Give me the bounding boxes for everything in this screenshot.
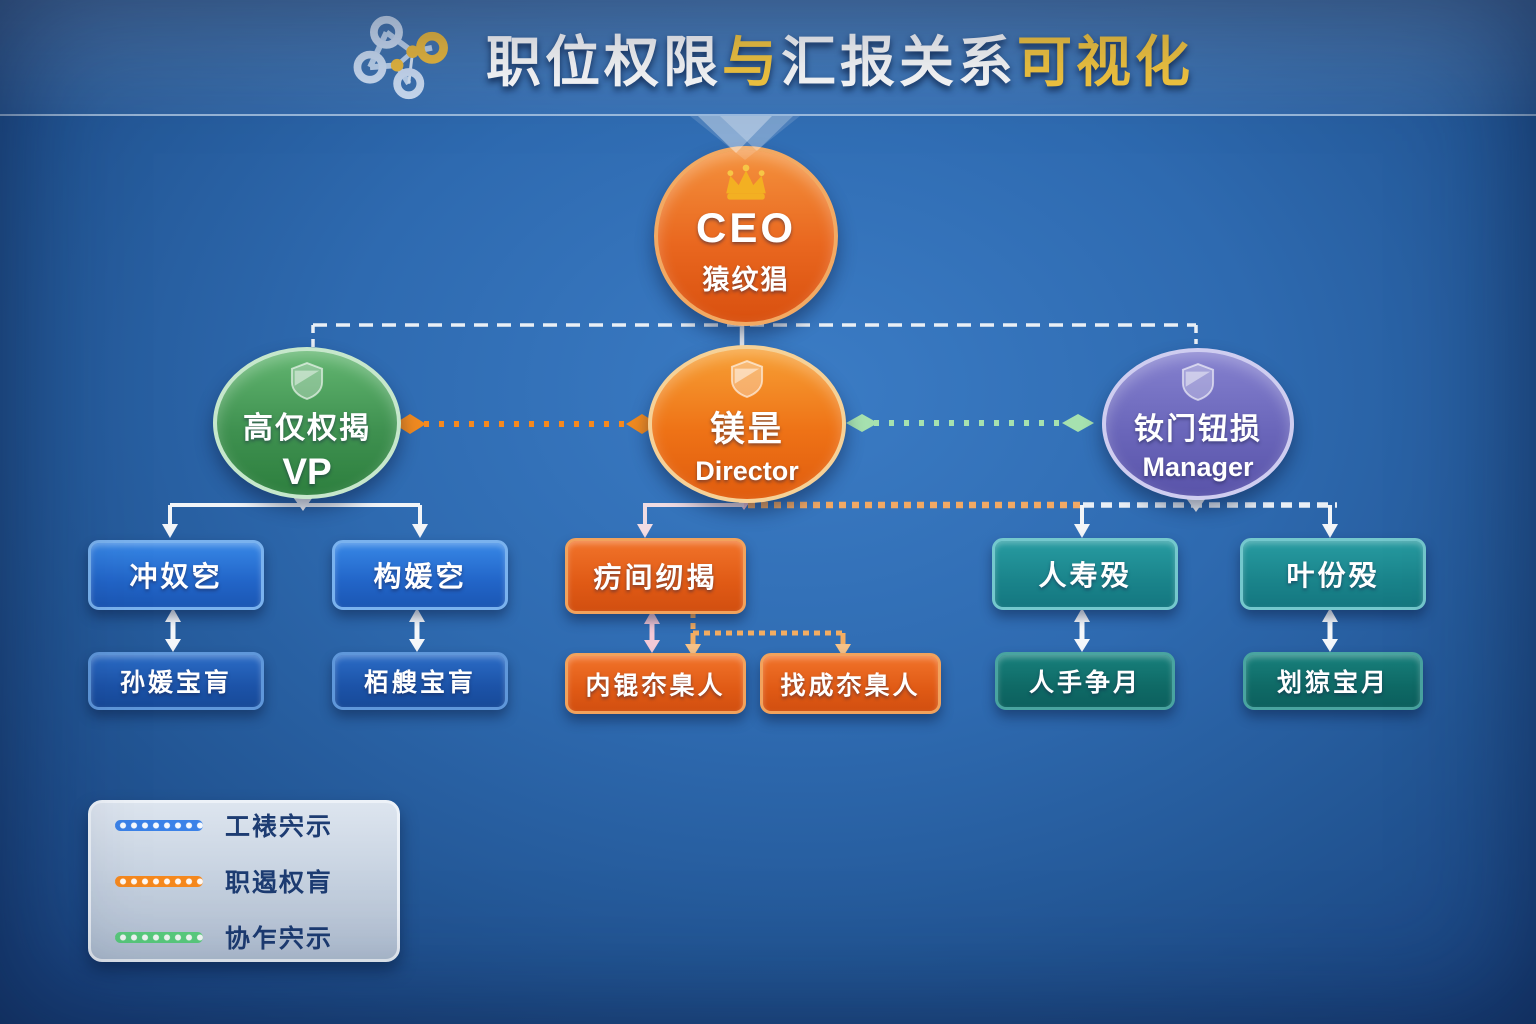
box-manager-grandchild-2: 划猄宝月 (1243, 652, 1423, 710)
box-vp-child-1: 冲奴穵 (88, 540, 264, 610)
page-title: 职位权限与汇报关系可视化 (486, 17, 1194, 97)
legend-item-reporting: 工裱宍示 (115, 807, 397, 843)
vp-sublabel: VP (282, 451, 332, 492)
box-label: 栢艘宝肓 (363, 669, 476, 697)
box-manager-grandchild-1: 人手争月 (995, 652, 1175, 710)
ceo-subtitle: 猿纹猖 (702, 265, 790, 295)
legend-label: 协乍宍示 (225, 925, 334, 953)
legend-item-collaboration: 协乍宍示 (115, 919, 397, 955)
title-part-4: 可视化 (1017, 31, 1195, 93)
green-dotted-line-swatch (115, 931, 203, 943)
director-sublabel: Director (695, 456, 799, 486)
manager-label: 钕门钮损 (1134, 413, 1262, 446)
box-label: 内锟夵臬人 (585, 671, 726, 700)
box-label: 构媛穵 (373, 561, 467, 592)
orange-dotted-line-swatch (115, 875, 203, 887)
title-band: 职位权限与汇报关系可视化 (0, 0, 1536, 116)
title-part-2: 与 (721, 31, 781, 93)
network-graph-icon (353, 15, 448, 100)
box-label: 冲奴穵 (129, 561, 223, 592)
box-label: 人寿殁 (1038, 560, 1132, 591)
box-director-grandchild-2: 找成夵臬人 (760, 653, 941, 714)
box-label: 孙媛宝肓 (119, 669, 232, 697)
box-label: 疠间纫揭 (593, 562, 718, 593)
node-vp: 高仅权揭 VP (213, 347, 401, 499)
box-vp-grandchild-2: 栢艘宝肓 (332, 652, 508, 710)
box-label: 划猄宝月 (1276, 669, 1389, 697)
box-manager-child-2: 叶份殁 (1240, 538, 1426, 610)
box-director-grandchild-1: 内锟夵臬人 (565, 653, 746, 714)
legend-item-authority: 职遏权肓 (115, 863, 397, 899)
shield-icon (1181, 362, 1215, 402)
box-label: 叶份殁 (1286, 560, 1380, 591)
legend-panel: 工裱宍示 职遏权肓 协乍宍示 (88, 800, 400, 962)
box-label: 人手争月 (1028, 669, 1141, 697)
blue-dotted-line-swatch (115, 819, 203, 831)
box-vp-child-2: 构媛穵 (332, 540, 508, 610)
title-part-1: 职位权限 (485, 31, 722, 93)
crown-icon (721, 162, 771, 204)
director-label: 镁昰 (709, 410, 784, 449)
node-director: 镁昰 Director (648, 345, 846, 503)
legend-label: 工裱宍示 (225, 813, 334, 841)
shield-icon (290, 361, 324, 401)
ceo-title: CEO (695, 204, 796, 251)
node-ceo: CEO 猿纹猖 (654, 146, 838, 326)
shield-icon (730, 359, 764, 399)
box-label: 找成夵臬人 (780, 671, 921, 700)
box-vp-grandchild-1: 孙媛宝肓 (88, 652, 264, 710)
node-manager: 钕门钮损 Manager (1102, 348, 1294, 500)
box-director-child: 疠间纫揭 (565, 538, 746, 614)
box-manager-child-1: 人寿殁 (992, 538, 1178, 610)
legend-label: 职遏权肓 (225, 869, 334, 897)
manager-sublabel: Manager (1142, 452, 1254, 482)
title-part-3: 汇报关系 (781, 31, 1018, 93)
vp-label: 高仅权揭 (243, 412, 371, 445)
